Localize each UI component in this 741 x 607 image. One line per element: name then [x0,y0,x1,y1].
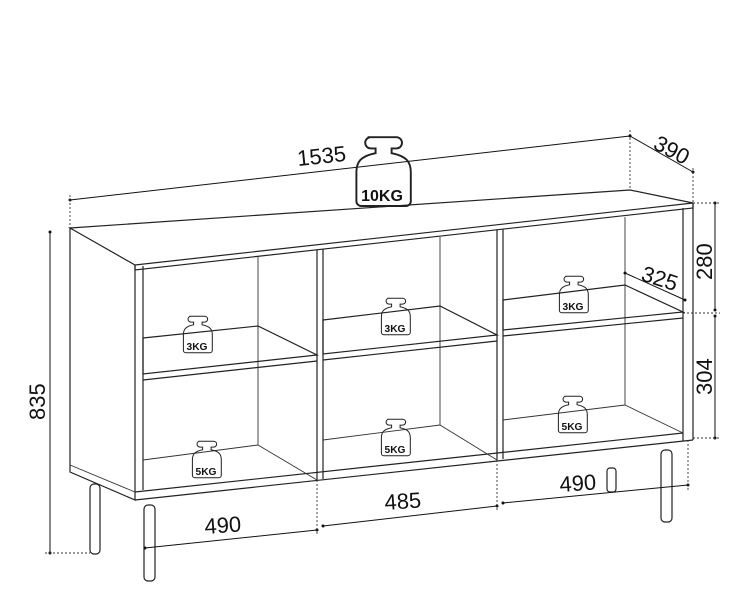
middle-section-label: 485 [384,487,422,515]
weight-label: 5KG [385,445,406,456]
weight-label: 10KG [361,188,403,205]
shelf-depth-label: 325 [638,261,681,296]
weight-icon-middle-lower: 5KG [380,418,411,457]
weight-icon-left-upper: 3KG [182,315,213,354]
dimension-lines [45,130,720,555]
weight-label: 3KG [385,324,406,335]
upper-compartment-label: 280 [692,243,717,280]
weight-label: 3KG [563,302,584,313]
height-label: 835 [25,383,50,420]
weight-label: 5KG [196,467,217,478]
right-section-label: 490 [559,469,597,497]
left-section-label: 490 [204,511,242,539]
weight-icon-middle-upper: 3KG [380,297,411,336]
weight-label: 3KG [187,342,208,353]
width-label: 1535 [296,141,347,171]
weight-label: 5KG [562,422,583,433]
weight-icon-left-lower: 5KG [191,440,222,479]
weight-icon-right-lower: 5KG [557,395,588,434]
weight-icon-top: 10KG [355,136,412,207]
weight-icon-right-upper: 3KG [558,275,589,314]
depth-label: 390 [650,130,694,169]
lower-compartment-label: 304 [692,358,717,395]
